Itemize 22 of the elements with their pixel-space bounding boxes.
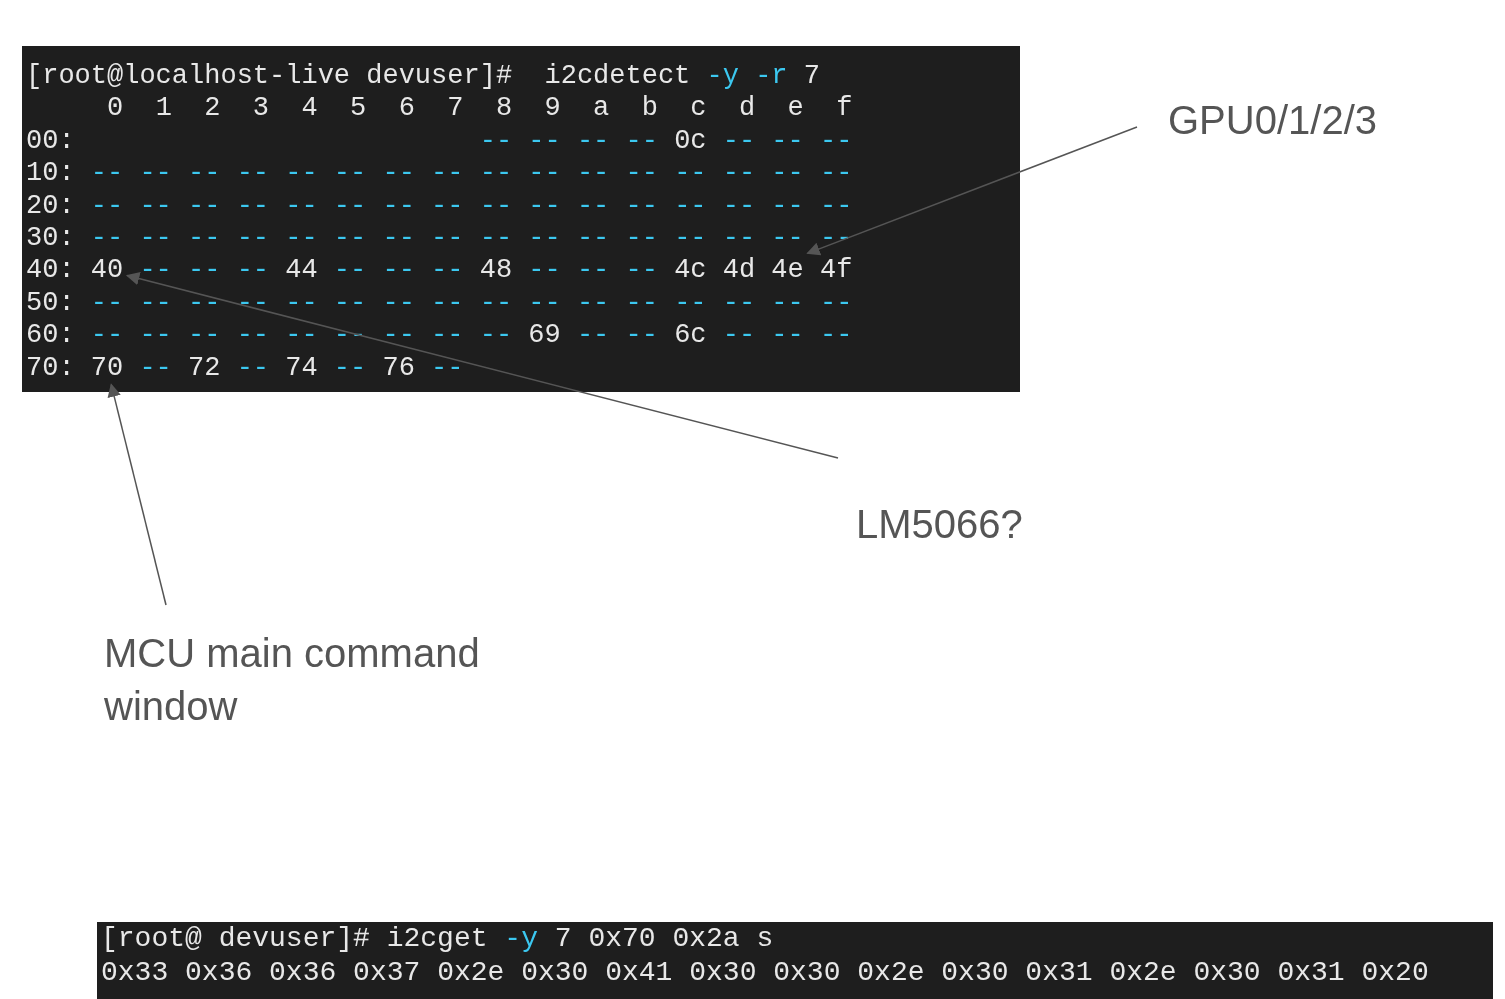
terminal-text: -- 72 -- 74 -- 76 --	[138, 352, 464, 383]
terminal-line: 10: -- -- -- -- -- -- -- -- -- -- -- -- -- -- -- --	[26, 157, 853, 190]
terminal-text: -- -- -- 44 -- -- -- 48 -- -- --	[138, 255, 659, 286]
terminal-line: 00: -- -- -- -- 0c -- -- --	[26, 124, 853, 158]
terminal-text: 70:	[26, 352, 76, 383]
hex-address: 4c 4d 4e 4f	[674, 255, 853, 286]
terminal-line: 30: -- -- -- -- -- -- -- -- -- -- -- -- -- -- -- --	[26, 222, 853, 255]
hex-address: 40	[90, 255, 124, 286]
terminal-line: 20: -- -- -- -- -- -- -- -- -- -- -- -- -- -- -- --	[26, 189, 853, 222]
leader-line	[125, 272, 839, 459]
annotation-text: MCU main command window	[104, 627, 484, 733]
hex-address: 70	[90, 352, 124, 383]
terminal-line: 0x33 0x36 0x36 0x37 0x2e 0x30 0x41 0x30 0x30 0x2e 0x30 0x31 0x2e 0x30 0x31 0x20	[101, 956, 1429, 990]
terminal-line: 0 1 2 3 4 5 6 7 8 9 a b c d e f	[106, 92, 853, 125]
terminal-line: [root@ devuser]# i2cget -y 7 0x70 0x2a s	[101, 922, 774, 956]
terminal-line: [root@localhost-live devuser]# i2cdetect -y -r 7	[26, 60, 820, 93]
annotation-text: LM5066?	[856, 498, 1116, 551]
terminal-line: 50: -- -- -- -- -- -- -- -- -- -- -- -- -- -- -- --	[26, 286, 853, 320]
leader-line	[806, 126, 1138, 256]
terminal-text: 40:	[26, 255, 76, 286]
leader-line	[107, 383, 167, 606]
annotation-text: GPU0/1/2/3	[1168, 94, 1468, 147]
